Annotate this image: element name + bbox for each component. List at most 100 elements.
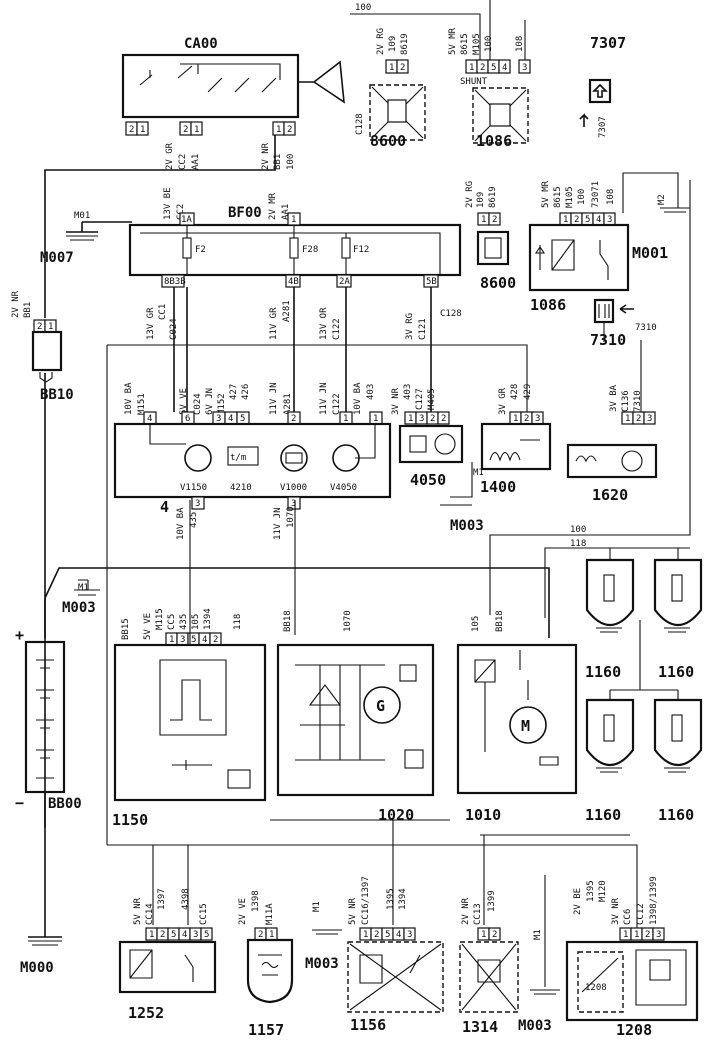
svg-text:2: 2: [374, 930, 379, 940]
svg-text:1: 1: [563, 215, 568, 225]
top-wire-8615: 8615: [460, 33, 470, 55]
svg-text:3: 3: [180, 635, 185, 645]
wire-bb1-bb10: BB1: [23, 302, 33, 318]
svg-text:2: 2: [291, 414, 296, 424]
lamps-1160: [585, 548, 703, 773]
c1160-label-2: 1160: [658, 663, 694, 681]
svg-text:3: 3: [216, 414, 221, 424]
c1086-label: 1086: [530, 296, 566, 314]
wire-1394: 1394: [203, 608, 213, 630]
svg-text:3: 3: [419, 414, 424, 424]
v1150-lamp-icon: [184, 444, 212, 472]
svg-text:3: 3: [647, 414, 652, 424]
wire-428: 428: [510, 384, 520, 400]
svg-text:3: 3: [193, 930, 198, 940]
svg-text:2: 2: [183, 125, 188, 135]
wire-1395: 1395: [386, 888, 396, 910]
bf00-label: BF00: [228, 205, 262, 221]
wire-cc13: CC13: [473, 903, 483, 925]
mid-8600-conn: 2V RG: [465, 181, 475, 208]
svg-text:1: 1: [169, 635, 174, 645]
c1160-label-4: 1160: [658, 806, 694, 824]
wire-cc6: CC6: [623, 909, 633, 925]
svg-text:1: 1: [623, 930, 628, 940]
svg-text:2: 2: [480, 63, 485, 73]
svg-text:4: 4: [202, 635, 207, 645]
alternator-1020: [276, 643, 435, 797]
c4-out1: 10V BA: [176, 507, 186, 540]
wire-429: 429: [523, 384, 533, 400]
wire-m151: M151: [137, 393, 147, 415]
c4050-sensor: [398, 424, 464, 464]
wire-cc15: CC15: [199, 903, 209, 925]
c4-label: 4: [160, 498, 169, 516]
c1156-conn: 5V NR: [348, 897, 358, 925]
svg-text:3: 3: [291, 499, 296, 509]
c1314-label: 1314: [462, 1018, 498, 1036]
bb00-label: BB00: [48, 796, 82, 812]
svg-text:2: 2: [129, 125, 134, 135]
mid-wire-73071: 73071: [591, 181, 601, 208]
wire-bb18: BB18: [283, 610, 293, 632]
c128-label: C128: [355, 113, 365, 135]
svg-text:1: 1: [481, 215, 486, 225]
wire-m152: M152: [217, 393, 227, 415]
top-wire-100b: 100: [484, 36, 494, 52]
top-wire-m105: M105: [472, 33, 482, 55]
key-icon: [298, 60, 345, 104]
c1150-label: 1150: [112, 811, 148, 829]
svg-text:1: 1: [194, 125, 199, 135]
svg-text:5: 5: [385, 930, 390, 940]
top-8600-label: 8600: [370, 132, 406, 150]
mid-wire-108: 108: [606, 189, 616, 205]
wire-1398: 1398: [251, 890, 261, 912]
v4050-label: V4050: [330, 483, 357, 493]
mid-1086-conn: 5V MR: [541, 180, 551, 208]
m007-label: M007: [40, 250, 74, 266]
svg-text:6: 6: [185, 414, 190, 424]
wire-1397: 1397: [157, 888, 167, 910]
c1252-conn: 5V NR: [133, 897, 143, 925]
c1160-label-3: 1160: [585, 806, 621, 824]
c1400-sensor: [480, 422, 552, 471]
svg-text:3: 3: [195, 499, 200, 509]
wire-cc1: CC1: [158, 304, 168, 320]
svg-text:2: 2: [645, 930, 650, 940]
svg-text:4: 4: [228, 414, 233, 424]
bb10-label: BB10: [40, 387, 74, 403]
wire-m120: M120: [598, 880, 608, 902]
svg-text:2A: 2A: [339, 277, 350, 287]
svg-text:5: 5: [585, 215, 590, 225]
svg-text:1: 1: [140, 125, 145, 135]
svg-text:2: 2: [400, 63, 405, 73]
svg-text:2: 2: [441, 414, 446, 424]
svg-text:5B: 5B: [426, 277, 437, 287]
wire-105: 105: [191, 614, 201, 630]
wire-435-b: 435: [179, 614, 189, 630]
svg-text:4: 4: [502, 63, 507, 73]
svg-text:1: 1: [513, 414, 518, 424]
wire-c024-b: C024: [193, 393, 203, 415]
c1157-conn: 2V VE: [238, 898, 248, 925]
c1620-sensor: [566, 443, 658, 479]
m003-label-d: M003: [518, 1018, 552, 1034]
cluster-4: [113, 422, 392, 499]
svg-text:2: 2: [160, 930, 165, 940]
svg-text:4: 4: [596, 215, 601, 225]
starter-1010: [456, 643, 578, 795]
wire-403-b: 403: [403, 384, 413, 400]
wire-7310-arrow: 7310: [635, 323, 657, 333]
c4-out2: 11V JN: [273, 507, 283, 540]
wire-118-mid: 118: [570, 539, 586, 549]
svg-text:t/m: t/m: [230, 453, 246, 463]
bb10-conn: 2V NR: [11, 290, 21, 318]
wire-bb15: BB15: [121, 618, 131, 640]
svg-text:3: 3: [522, 63, 527, 73]
mid-wire-109: 109: [476, 192, 486, 208]
svg-text:2: 2: [213, 635, 218, 645]
svg-text:1: 1: [634, 930, 639, 940]
svg-text:3: 3: [656, 930, 661, 940]
generator-symbol: G: [376, 697, 385, 715]
wire-c128: C128: [440, 309, 462, 319]
wire-cc12: CC12: [636, 903, 646, 925]
